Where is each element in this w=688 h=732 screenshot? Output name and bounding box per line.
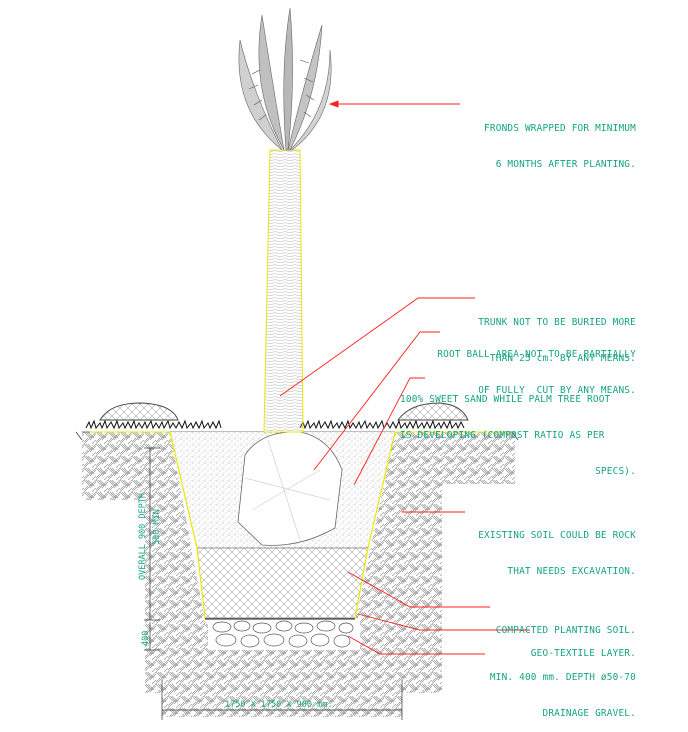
boulder-left [99,402,179,421]
drainage-gravel [208,620,360,650]
root-ball [237,431,343,546]
dim-overall: OVERALL 900 DEPTH [138,493,148,580]
note-fronds: FRONDS WRAPPED FOR MINIMUM 6 MONTHS AFTE… [484,123,636,170]
note-existing-soil: EXISTING SOIL COULD BE ROCK THAT NEEDS E… [478,530,636,577]
note-root-ball: ROOT BALL AREA NOT TO BE PARTIALLY OF FU… [437,349,636,396]
note-drainage: MIN. 400 mm. DEPTH ø50-70 DRAINAGE GRAVE… [489,672,636,719]
note-geo-textile: GEO-TEXTILE LAYER. [530,648,636,659]
palm-fronds [238,7,332,151]
dim-bottom: 1750 X 1750 X 900 mm. [225,700,333,710]
dim-gravel: 400 [141,630,151,646]
dim-rootball: 500 MIN [152,509,162,545]
compacted-soil [196,547,369,619]
palm-trunk [263,149,304,433]
note-trunk: TRUNK NOT TO BE BURIED MORE THAN 25 cm. … [478,317,636,364]
boulder-right [397,402,469,421]
dimension-lines [75,431,519,720]
note-compacted-soil: COMPACTED PLANTING SOIL. [495,625,636,636]
pit-outline [169,431,396,619]
grass-layer [85,419,465,430]
note-sweet-sand: 100% SWEET SAND WHILE PALM TREE ROOT IS … [400,394,636,477]
leader-lines [279,100,530,655]
